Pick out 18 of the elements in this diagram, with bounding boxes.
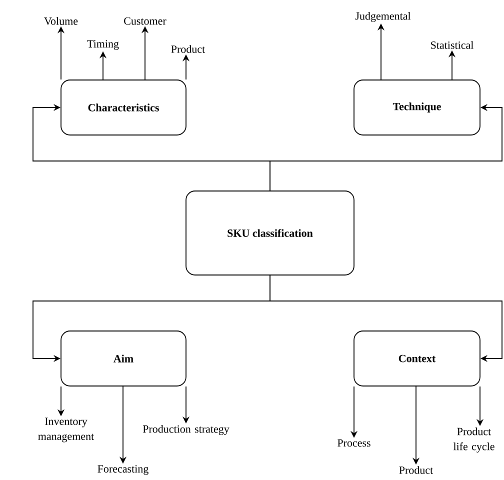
process-box: Aim bbox=[60, 330, 186, 386]
process-box: Characteristics bbox=[60, 80, 186, 136]
category-label: Product life cycle bbox=[453, 428, 494, 452]
category-label: Judgemental bbox=[355, 12, 411, 22]
category-label: Volume bbox=[44, 17, 78, 25]
category-label: Forecasting bbox=[98, 465, 148, 475]
category-label: Product bbox=[399, 466, 434, 474]
category-label: Process bbox=[338, 439, 370, 447]
category-label: Inventory management bbox=[38, 418, 94, 442]
category-label: Timing bbox=[87, 40, 119, 50]
arrow bbox=[270, 275, 502, 362]
category-label: Customer bbox=[124, 17, 166, 25]
process-box: Technique bbox=[354, 80, 480, 136]
process-box: SKU classification bbox=[186, 190, 354, 276]
category-label: Statistical bbox=[431, 41, 474, 49]
category-label: Production strategy bbox=[142, 425, 230, 435]
process-box: Context bbox=[354, 330, 480, 386]
category-label: Product bbox=[171, 45, 206, 53]
